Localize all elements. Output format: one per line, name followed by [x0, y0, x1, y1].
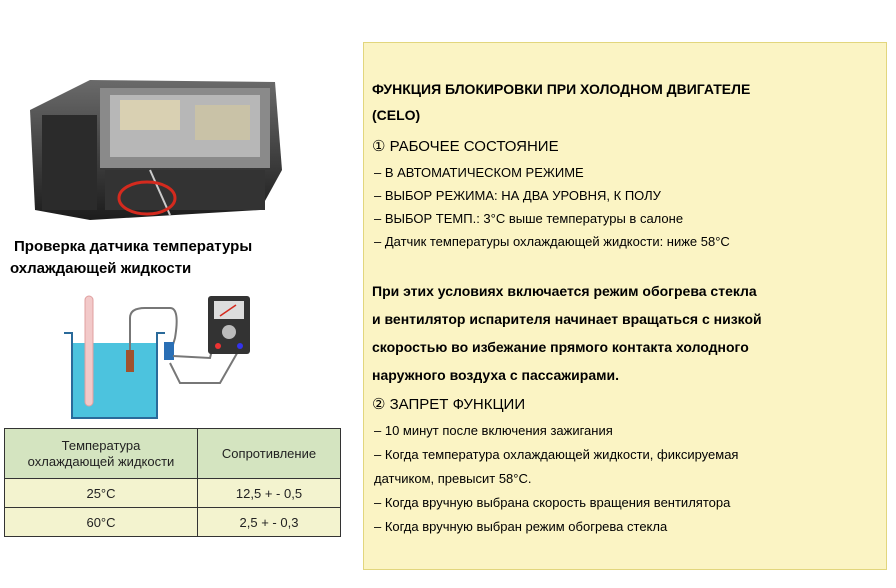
- section-operating-conditions: ① РАБОЧЕЕ СОСТОЯНИЕ: [372, 138, 559, 155]
- prohibition-item: датчиком, превысит 58°С.: [374, 471, 532, 486]
- section-prohibition: ② ЗАПРЕТ ФУНКЦИИ: [372, 396, 526, 413]
- celo-info-panel: ФУНКЦИЯ БЛОКИРОВКИ ПРИ ХОЛОДНОМ ДВИГАТЕЛ…: [363, 42, 887, 570]
- prohibition-item: – Когда вручную выбрана скорость вращени…: [374, 495, 731, 510]
- condition-item: – ВЫБОР ТЕМП.: 3°С выше температуры в са…: [374, 211, 684, 226]
- sensor-highlight-circle: [117, 180, 177, 216]
- temp-cell: 60°С: [4, 507, 198, 537]
- measurement-schematic: [64, 295, 250, 419]
- resistance-cell: 2,5 + - 0,3: [197, 507, 341, 537]
- paragraph-line: скоростью во избежание прямого контакта …: [372, 339, 749, 355]
- temp-cell: 25°С: [4, 478, 198, 508]
- condition-item: – ВЫБОР РЕЖИМА: НА ДВА УРОВНЯ, К ПОЛУ: [374, 188, 661, 203]
- prohibition-item: – 10 минут после включения зажигания: [374, 423, 613, 438]
- resistance-cell: 12,5 + - 0,5: [197, 478, 341, 508]
- prohibition-item: – Когда температура охлаждающей жидкости…: [374, 447, 739, 462]
- hvac-unit-photo: [30, 80, 282, 220]
- header-temperature-line-1: Температура: [61, 437, 141, 453]
- header-temperature-line-2: охлаждающей жидкости: [27, 453, 175, 469]
- panel-title-line-2: (CELO): [372, 107, 421, 123]
- paragraph-line: наружного воздуха с пассажирами.: [372, 367, 619, 383]
- header-resistance: Сопротивление: [197, 428, 341, 479]
- prohibition-item: – Когда вручную выбран режим обогрева ст…: [374, 519, 668, 534]
- table-row: 25°С 12,5 + - 0,5: [4, 478, 341, 508]
- photo-caption: Проверка датчика температуры охлаждающей…: [10, 236, 310, 280]
- table-row: 60°С 2,5 + - 0,3: [4, 507, 341, 537]
- condition-item: – Датчик температуры охлаждающей жидкост…: [374, 234, 730, 249]
- caption-line-1: Проверка датчика температуры: [14, 238, 253, 255]
- paragraph-line: и вентилятор испарителя начинает вращать…: [372, 311, 762, 327]
- caption-line-2: охлаждающей жидкости: [10, 260, 192, 277]
- resistance-table: Температура охлаждающей жидкости Сопроти…: [4, 428, 341, 537]
- header-temperature: Температура охлаждающей жидкости: [4, 428, 198, 479]
- panel-title-line-1: ФУНКЦИЯ БЛОКИРОВКИ ПРИ ХОЛОДНОМ ДВИГАТЕЛ…: [372, 81, 751, 97]
- condition-item: – В АВТОМАТИЧЕСКОМ РЕЖИМЕ: [374, 165, 584, 180]
- paragraph-line: При этих условиях включается режим обогр…: [372, 283, 757, 299]
